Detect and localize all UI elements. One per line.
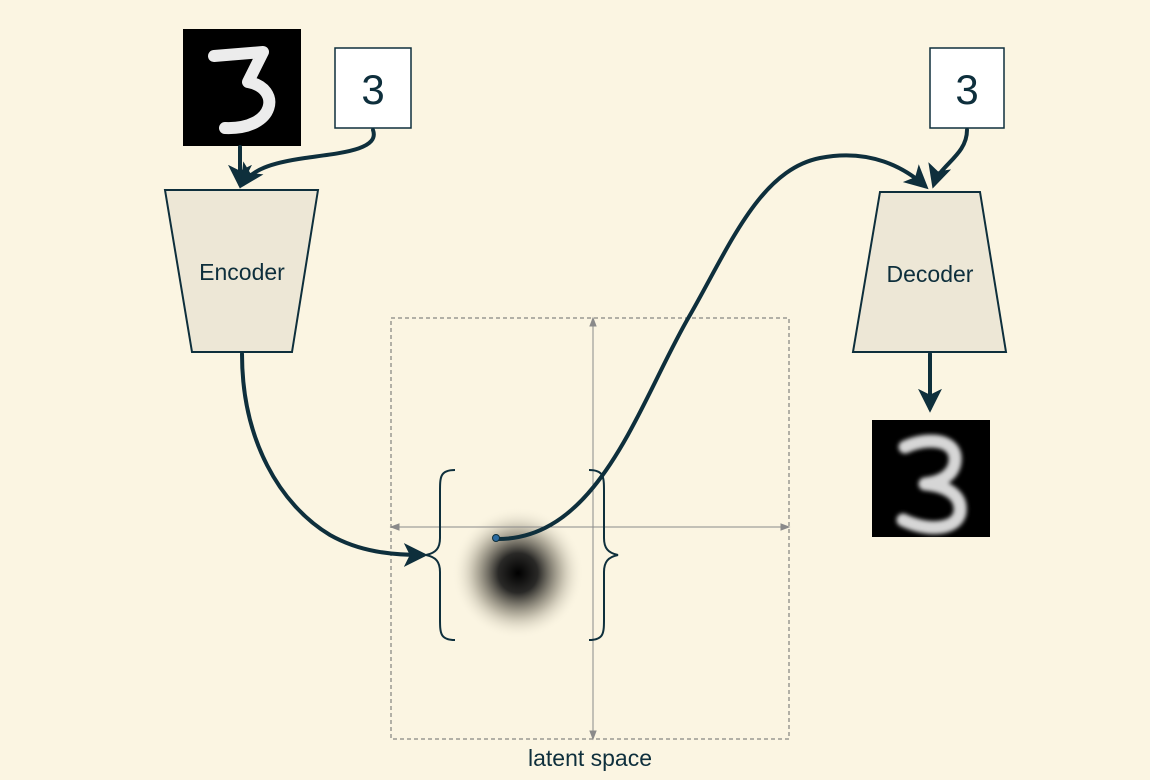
decoder-label: Decoder (887, 261, 974, 287)
encoder-label: Encoder (199, 259, 285, 285)
latent-sample-point (492, 534, 500, 542)
handwritten-digit-3-icon (208, 46, 276, 135)
arrow-condition-to-decoder (928, 128, 969, 189)
output-digit-image (872, 420, 990, 537)
arrow-latent-to-decoder (495, 153, 929, 542)
encoder-condition-box: 3 (334, 47, 412, 129)
arrow-condition-to-encoder (240, 128, 376, 189)
encoder-condition-label: 3 (361, 66, 384, 113)
flow-arrows (228, 128, 969, 567)
latent-space-panel: latent space (389, 316, 791, 771)
input-digit-image (183, 29, 301, 146)
decoder-condition-label: 3 (955, 66, 978, 113)
latent-space-label: latent space (528, 745, 652, 771)
decoder-condition-box: 3 (929, 47, 1005, 129)
left-brace (425, 469, 456, 641)
encoder-block: Encoder (163, 189, 320, 353)
latent-space-frame (390, 317, 790, 740)
decoder-block: Decoder (851, 191, 1008, 353)
right-brace (588, 469, 619, 641)
reconstructed-digit-3-icon (896, 434, 967, 535)
latent-gaussian-blob (452, 507, 584, 639)
arrow-encoder-to-latent (240, 352, 428, 567)
latent-axes (389, 316, 791, 741)
